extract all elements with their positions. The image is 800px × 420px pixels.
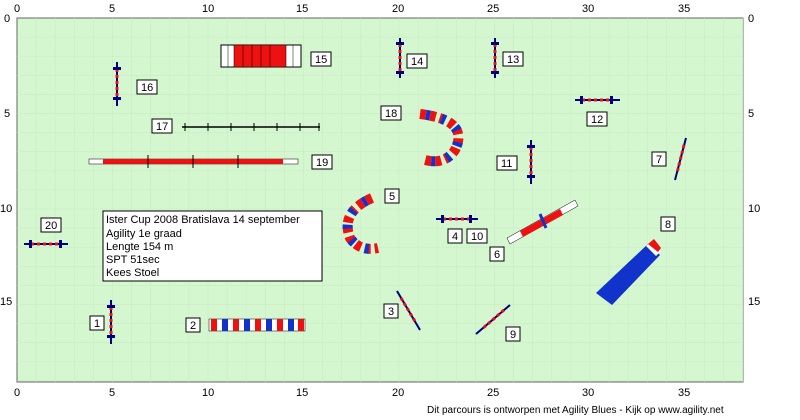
label-5: 5: [384, 188, 400, 204]
svg-text:11: 11: [501, 158, 512, 170]
x-tick-bottom-10: 10: [202, 387, 214, 399]
svg-text:4: 4: [452, 231, 458, 243]
obstacle-7-jump[interactable]: [674, 137, 687, 181]
obstacle-20-jump[interactable]: [24, 240, 68, 248]
x-tick-bottom-30: 30: [582, 387, 594, 399]
gridlines: [17, 18, 744, 382]
label-10: 10: [466, 228, 488, 244]
y-tick-left-15: 15: [0, 296, 12, 308]
info-line-1: Ister Cup 2008 Bratislava 14 september: [106, 214, 300, 226]
svg-text:17: 17: [156, 121, 168, 133]
label-13: 13: [502, 51, 524, 67]
footer-credit: Dit parcours is ontworpen met Agility Bl…: [427, 405, 724, 416]
obstacle-12-jump[interactable]: [575, 96, 620, 104]
y-tick-left-0: 0: [4, 13, 10, 25]
info-line-4: SPT 51sec: [106, 254, 160, 266]
obstacle-1-jump[interactable]: [107, 300, 115, 344]
x-tick-bottom-25: 25: [487, 387, 499, 399]
obstacle-6-seesaw[interactable]: [506, 199, 579, 245]
obstacle-2-tunnel[interactable]: [208, 318, 306, 332]
label-7: 7: [651, 151, 667, 167]
y-tick-left-5: 5: [4, 108, 10, 120]
label-6: 6: [489, 246, 505, 262]
label-15: 15: [310, 51, 332, 67]
y-tick-right-0: 0: [748, 13, 754, 25]
label-3: 3: [383, 303, 399, 319]
x-tick-top-10: 10: [202, 3, 214, 15]
svg-text:7: 7: [656, 154, 662, 166]
svg-text:19: 19: [316, 157, 328, 169]
info-line-3: Lengte 154 m: [106, 241, 173, 253]
course-info-box: Ister Cup 2008 Bratislava 14 september A…: [102, 210, 323, 282]
label-8: 8: [660, 216, 676, 232]
svg-text:6: 6: [494, 249, 500, 261]
x-tick-bottom-0: 0: [14, 387, 20, 399]
label-16: 16: [136, 79, 158, 95]
svg-text:3: 3: [388, 306, 394, 318]
info-line-2: Agility 1e graad: [106, 228, 182, 240]
label-19: 19: [311, 154, 333, 170]
x-tick-top-25: 25: [487, 3, 499, 15]
info-line-5: Kees Stoel: [106, 267, 159, 279]
label-1: 1: [89, 315, 105, 331]
y-tick-right-5: 5: [748, 108, 754, 120]
svg-text:1: 1: [94, 318, 100, 330]
obstacle-9-jump[interactable]: [475, 304, 511, 335]
svg-text:15: 15: [315, 54, 327, 66]
y-tick-left-10: 10: [0, 203, 12, 215]
y-tick-right-10: 10: [748, 203, 760, 215]
obstacle-5-curved-tunnel[interactable]: [342, 193, 380, 254]
obstacle-4-jump[interactable]: [436, 215, 478, 223]
x-tick-top-20: 20: [392, 3, 404, 15]
svg-text:8: 8: [665, 219, 671, 231]
y-tick-right-15: 15: [748, 296, 760, 308]
x-tick-bottom-20: 20: [392, 387, 404, 399]
label-2: 2: [185, 317, 201, 333]
obstacle-16-jump[interactable]: [113, 62, 121, 106]
x-tick-top-35: 35: [678, 3, 690, 15]
obstacle-3-jump[interactable]: [396, 290, 421, 331]
obstacle-8-chute[interactable]: [596, 239, 661, 305]
svg-text:5: 5: [389, 191, 395, 203]
svg-text:12: 12: [591, 114, 603, 126]
x-axis-top: 0 5 10 15 20 25 30 35: [14, 3, 690, 15]
x-axis-bottom: 0 5 10 15 20 25 30 35: [14, 387, 690, 399]
svg-text:2: 2: [190, 320, 196, 332]
x-tick-top-15: 15: [296, 3, 308, 15]
x-tick-top-5: 5: [109, 3, 115, 15]
obstacle-17-weave[interactable]: [182, 123, 320, 131]
x-tick-bottom-5: 5: [109, 387, 115, 399]
label-12: 12: [586, 111, 608, 127]
x-tick-top-0: 0: [14, 3, 20, 15]
obstacle-19-dogwalk[interactable]: [88, 155, 299, 168]
obstacle-15-tunnel[interactable]: [220, 44, 302, 68]
svg-text:10: 10: [471, 231, 483, 243]
label-11: 11: [496, 155, 518, 171]
label-9: 9: [505, 326, 521, 342]
obstacle-13-jump[interactable]: [491, 38, 499, 78]
x-tick-top-30: 30: [582, 3, 594, 15]
svg-text:20: 20: [45, 220, 57, 232]
y-axis-left: 0 5 10 15: [0, 13, 12, 308]
svg-text:9: 9: [510, 329, 516, 341]
label-18: 18: [380, 105, 402, 121]
label-4: 4: [447, 228, 463, 244]
svg-text:13: 13: [507, 54, 519, 66]
svg-text:18: 18: [385, 108, 397, 120]
obstacle-11-jump[interactable]: [527, 140, 535, 184]
label-14: 14: [406, 53, 428, 69]
label-17: 17: [151, 118, 173, 134]
y-axis-right: 0 5 10 15: [748, 13, 760, 308]
obstacle-18-curved-tunnel[interactable]: [419, 109, 464, 167]
obstacle-14-jump[interactable]: [396, 38, 404, 78]
label-20: 20: [40, 217, 62, 233]
svg-text:16: 16: [141, 82, 153, 94]
x-tick-bottom-35: 35: [678, 387, 690, 399]
svg-text:14: 14: [411, 56, 423, 68]
x-tick-bottom-15: 15: [296, 387, 308, 399]
